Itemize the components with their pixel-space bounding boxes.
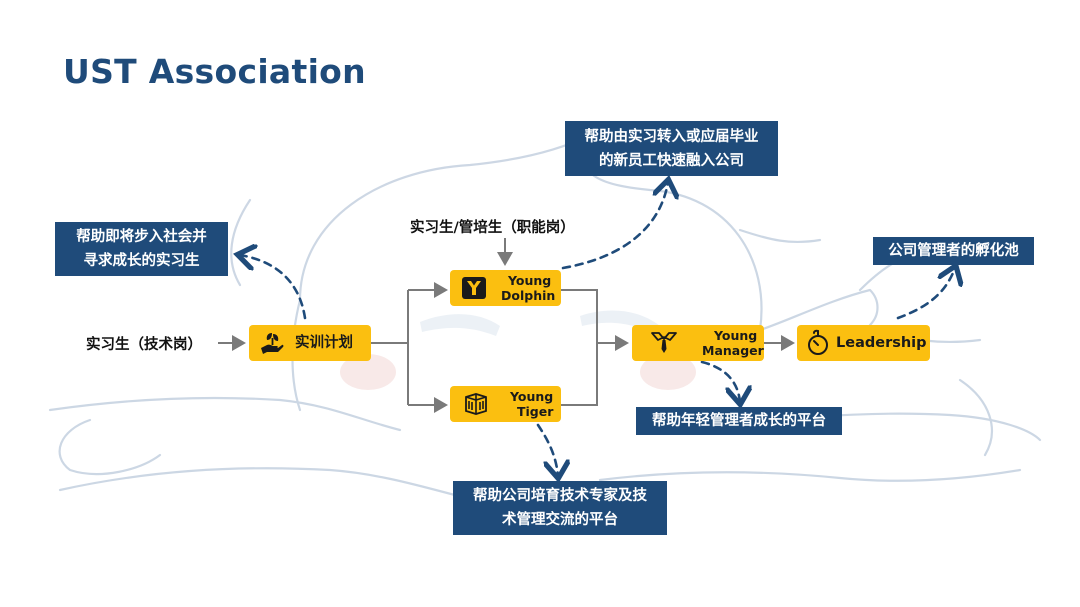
young-manager-label-line2: Manager [702,343,764,358]
suit-tie-icon [651,332,677,353]
dolphin-y-logo-icon [462,277,486,299]
tiger-cube-icon [465,393,487,415]
stopwatch-icon [808,329,828,355]
young-tiger-label-line2: Tiger [517,404,554,419]
leadership-node: Leadership [797,325,930,361]
young-tiger-label-line1: Young [510,389,554,404]
young-tiger-node: Young Tiger [450,386,561,422]
training-program-label: 实训计划 [295,335,353,351]
dolphin-description-note: 帮助由实习转入或应届毕业 的新员工快速融入公司 [565,121,778,176]
tiger-description-note: 帮助公司培育技术专家及技 术管理交流的平台 [453,481,667,535]
young-manager-label-line1: Young [714,328,758,343]
manager-description-note: 帮助年轻管理者成长的平台 [636,407,842,435]
leadership-label: Leadership [836,335,927,351]
young-dolphin-label-line2: Dolphin [501,288,556,303]
page-title: UST Association [63,52,366,91]
hand-plant-icon [261,333,284,354]
intern-tech-label: 实习生（技术岗） [86,337,202,353]
tiger-note-line1: 帮助公司培育技术专家及技 [473,488,647,504]
leadership-description-note: 公司管理者的孵化池 [873,237,1034,265]
young-dolphin-node: Young Dolphin [450,270,561,306]
dolphin-note-line1: 帮助由实习转入或应届毕业 [584,128,759,145]
training-note-line1: 帮助即将步入社会并 [76,229,207,245]
young-manager-node: Young Manager [632,325,764,361]
training-program-node: 实训计划 [249,325,371,361]
training-description-note: 帮助即将步入社会并 寻求成长的实习生 [55,222,228,276]
training-note-line2: 寻求成长的实习生 [83,253,200,269]
young-dolphin-label-line1: Young [508,273,552,288]
manager-note-text: 帮助年轻管理者成长的平台 [652,413,826,429]
leadership-note-text: 公司管理者的孵化池 [888,243,1019,259]
intern-func-label: 实习生/管培生（职能岗） [410,220,575,236]
tiger-note-line2: 术管理交流的平台 [502,512,618,528]
dolphin-note-line2: 的新员工快速融入公司 [599,152,744,169]
